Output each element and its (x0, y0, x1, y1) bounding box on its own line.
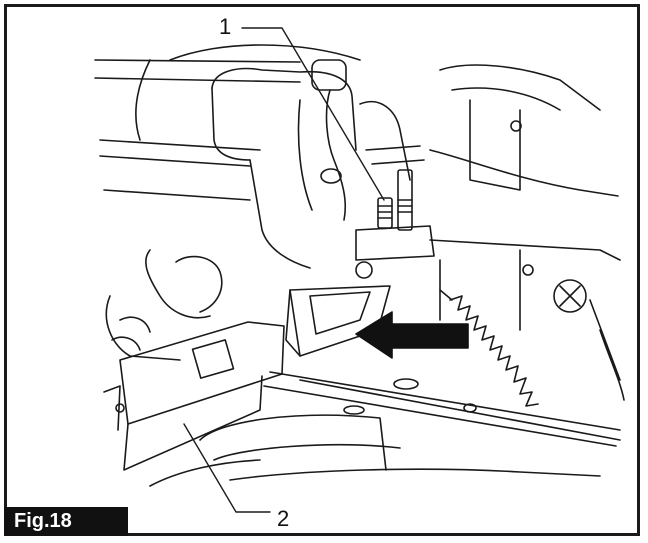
saw-head-housing (211, 59, 425, 269)
saw-blade (439, 289, 539, 407)
operator-hand (105, 249, 223, 361)
right-frame (429, 64, 625, 401)
callout-number-2: 2 (277, 506, 290, 531)
push-direction-arrow (355, 311, 469, 359)
base-table (149, 371, 621, 487)
sub-fence (103, 321, 285, 471)
figure-frame (4, 4, 640, 536)
leader-line-2 (183, 423, 271, 513)
hex-bolts (355, 169, 435, 279)
callout-number-1: 1 (219, 14, 232, 39)
leader-lines (183, 27, 385, 513)
figure-label: Fig.18 (4, 507, 128, 536)
leader-line-1 (241, 27, 385, 201)
upper-arm-rails (94, 44, 361, 201)
